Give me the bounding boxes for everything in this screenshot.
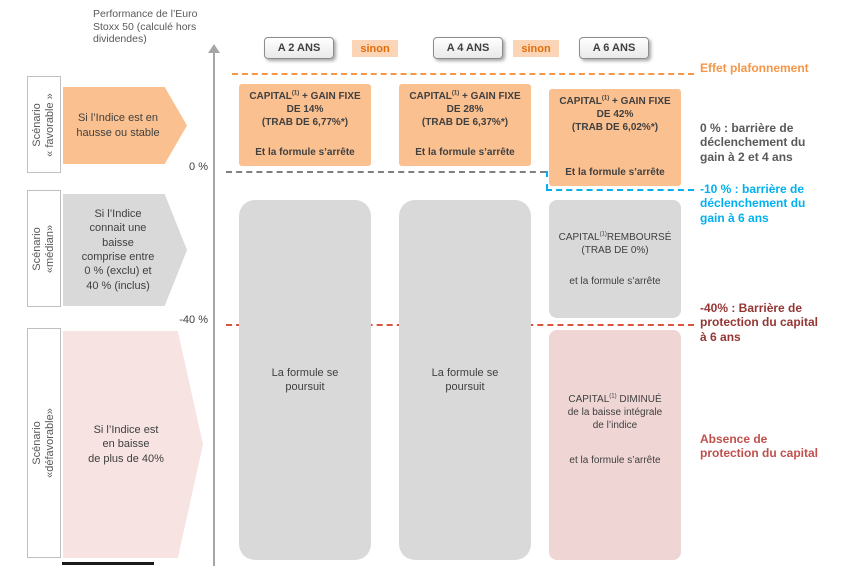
minus10-barrier-dashed-line xyxy=(546,189,694,191)
footnote-marker: (1) xyxy=(609,393,617,400)
scenario-label-median-text: Scénario «médian» xyxy=(30,224,56,273)
period-button-2y: A 2 ANS xyxy=(264,37,334,59)
payoff-box-6y-gain-footer: Et la formule s’arrête xyxy=(565,167,665,178)
axis-line xyxy=(213,52,215,566)
condition-arrow-favorable: Si l’Indice est en hausse ou stable xyxy=(63,87,187,164)
payoff-box-6y-gain-text: CAPITAL(1) + GAIN FIXE DE 42% (TRAB DE 6… xyxy=(559,95,671,133)
scenario-label-favorable: Scénario « favorable » xyxy=(27,76,61,173)
sinon-label-1: sinon xyxy=(352,40,398,57)
footnote-marker: (1) xyxy=(601,95,610,102)
payoff-box-6y-redeem: CAPITAL(1)REMBOURSÉ (TRAB DE 0%) et la f… xyxy=(549,200,681,318)
annotation-no-protection: Absence de protection du capital xyxy=(700,432,819,461)
payoff-box-2y-gain: CAPITAL(1) + GAIN FIXE DE 14% (TRAB DE 6… xyxy=(239,84,371,166)
payoff-box-6y-loss: CAPITAL(1) DIMINUÉ de la baisse intégral… xyxy=(549,330,681,560)
condition-arrow-median: Si l’Indice connait une baisse comprise … xyxy=(63,194,187,306)
footnote-marker: (1) xyxy=(451,90,460,97)
payoff-box-6y-gain: CAPITAL(1) + GAIN FIXE DE 42% (TRAB DE 6… xyxy=(549,89,681,186)
continue-box-2y: La formule se poursuit xyxy=(239,200,371,560)
minus10-step-dashed-line xyxy=(546,171,548,190)
axis-title: Performance de l’Euro Stoxx 50 (calculé … xyxy=(93,8,198,46)
footnote-marker: (1) xyxy=(291,90,300,97)
scenario-label-median: Scénario «médian» xyxy=(27,190,61,307)
payoff-box-4y-gain-footer: Et la formule s’arrête xyxy=(415,147,515,158)
zero-barrier-dashed-line xyxy=(226,171,546,173)
payoff-box-6y-redeem-text: CAPITAL(1)REMBOURSÉ (TRAB DE 0%) xyxy=(558,231,672,256)
scenario-label-defavorable: Scénario «défavorable» xyxy=(27,328,61,558)
payoff-box-4y-gain: CAPITAL(1) + GAIN FIXE DE 28% (TRAB DE 6… xyxy=(399,84,531,166)
cap-dashed-line xyxy=(232,73,694,75)
axis-arrow-icon xyxy=(208,44,220,53)
annotation-barrier-0: 0 % : barrière de déclenchement du gain … xyxy=(700,121,806,164)
payoff-box-6y-redeem-footer: et la formule s’arrête xyxy=(569,275,661,287)
axis-tick-minus40: -40 % xyxy=(179,314,208,326)
cropped-bottom-border xyxy=(62,562,154,565)
payoff-box-2y-gain-footer: Et la formule s’arrête xyxy=(255,147,355,158)
payoff-box-4y-gain-text: CAPITAL(1) + GAIN FIXE DE 28% (TRAB DE 6… xyxy=(409,90,521,128)
scenario-label-favorable-text: Scénario « favorable » xyxy=(30,92,56,157)
payoff-box-2y-gain-text: CAPITAL(1) + GAIN FIXE DE 14% (TRAB DE 6… xyxy=(249,90,361,128)
scenario-label-defavorable-text: Scénario «défavorable» xyxy=(30,408,56,478)
annotation-barrier-40: -40% : Barrière de protection du capital… xyxy=(700,301,819,344)
footnote-marker: (1) xyxy=(599,231,607,238)
annotation-barrier-10: -10 % : barrière de déclenchement du gai… xyxy=(700,182,806,225)
payoff-box-6y-loss-text: CAPITAL(1) DIMINUÉ de la baisse intégral… xyxy=(567,393,663,431)
continue-box-4y: La formule se poursuit xyxy=(399,200,531,560)
period-button-4y: A 4 ANS xyxy=(433,37,503,59)
axis-tick-zero: 0 % xyxy=(189,161,208,173)
sinon-label-2: sinon xyxy=(513,40,559,57)
annotation-cap-effect: Effet plafonnement xyxy=(700,61,809,75)
payoff-box-6y-loss-footer: et la formule s’arrête xyxy=(569,455,661,466)
period-button-6y: A 6 ANS xyxy=(579,37,649,59)
condition-arrow-defavorable: Si l’Indice est en baisse de plus de 40% xyxy=(63,331,203,558)
